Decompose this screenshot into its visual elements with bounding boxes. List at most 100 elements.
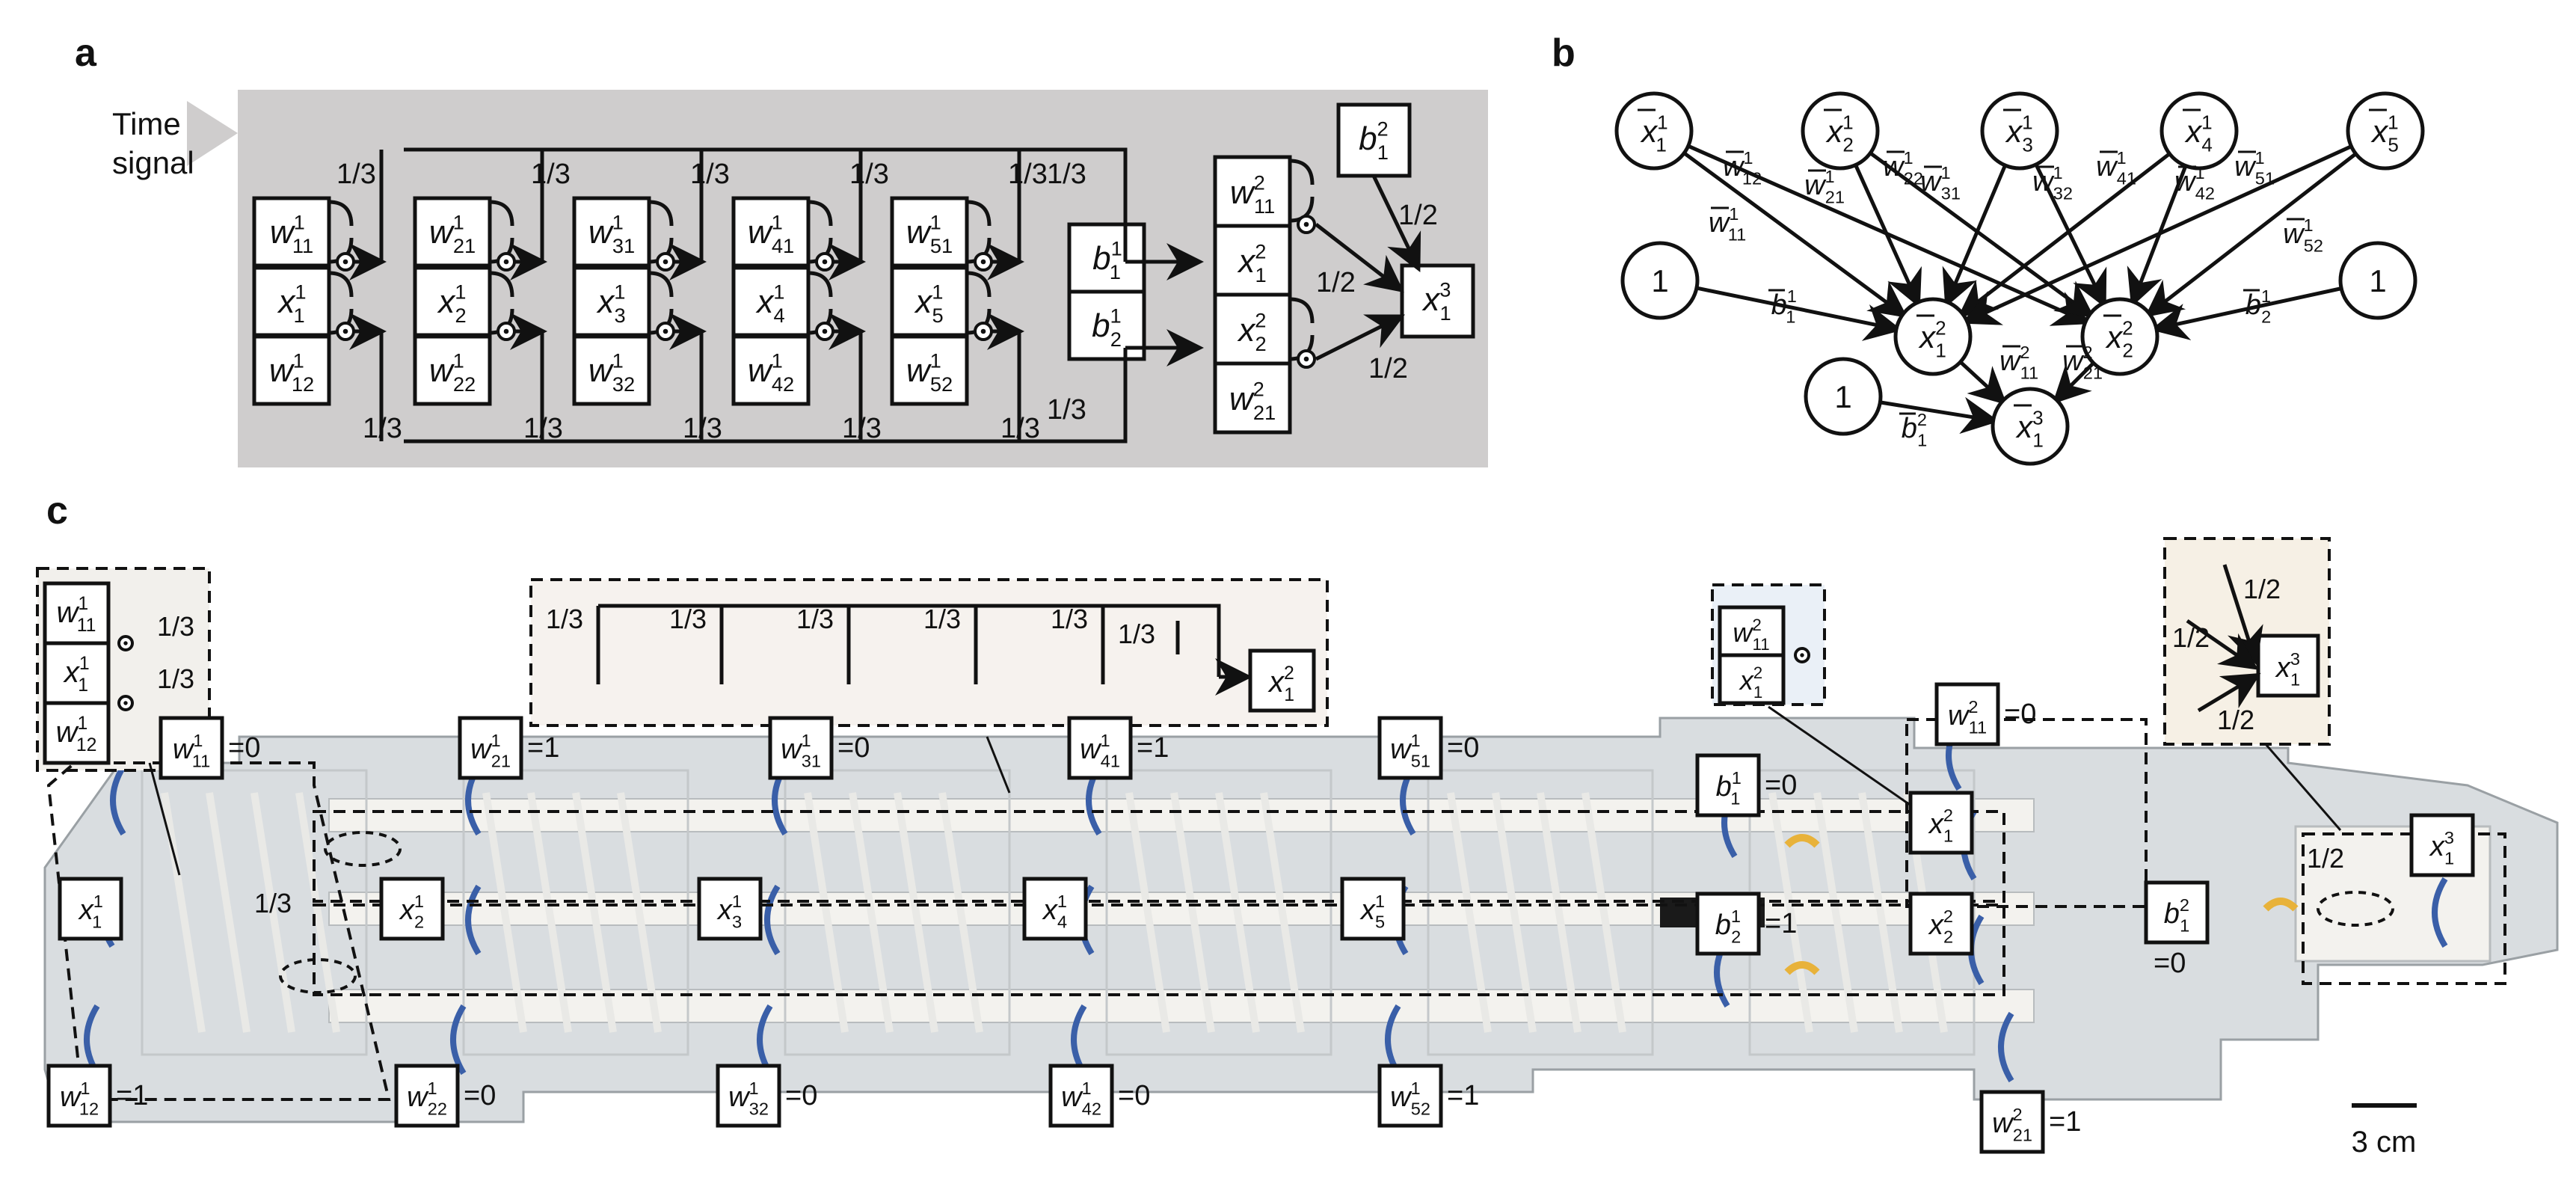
fraction-label-bias-bottom: 1/3 — [1047, 394, 1086, 426]
input-box — [890, 266, 969, 337]
component-label-box — [1695, 753, 1761, 817]
fraction-label-bottom: 1/3 — [683, 413, 722, 444]
input-node — [1614, 91, 1694, 171]
leader-line — [2264, 743, 2342, 831]
inset-arrow — [2186, 619, 2259, 670]
layer2-box — [1213, 224, 1292, 297]
multiply-dot — [342, 259, 348, 265]
component-label-box — [58, 877, 123, 941]
input-node — [1801, 91, 1880, 171]
weight-box-top — [413, 196, 492, 268]
component-label-box — [2409, 813, 2475, 877]
inset-bus-third: 1/3 — [546, 604, 583, 634]
inset-box — [43, 641, 111, 705]
truss-member — [250, 792, 295, 1033]
hidden-edge — [2052, 361, 2095, 405]
weight-box-bottom — [252, 334, 331, 406]
component-label-value: =1 — [2049, 1106, 2081, 1138]
time-signal-label-2: signal — [112, 145, 194, 180]
mechanism-module — [141, 769, 368, 1056]
weight-box-top — [890, 196, 969, 268]
inset-bus-line — [598, 604, 1221, 677]
layer2-box — [1213, 155, 1292, 228]
half-label-3: 1/2 — [1368, 353, 1408, 384]
inset-half-3: 1/2 — [2217, 705, 2254, 735]
component-label-box — [159, 716, 224, 780]
multiply-dot — [123, 701, 128, 705]
merge-horn — [808, 271, 833, 298]
component-label-box — [1048, 1064, 1114, 1128]
flexure-hinge — [110, 764, 126, 836]
inset-bus-box — [529, 578, 1329, 727]
inset-bus-third: 1/3 — [669, 604, 707, 634]
rail-outline-bottom — [313, 904, 2005, 996]
weight-box-top — [252, 196, 331, 268]
panel-a-label: a — [75, 31, 97, 75]
merge-horn — [489, 271, 514, 298]
weight-box-top — [572, 196, 651, 268]
component-label-box — [1908, 892, 1974, 956]
component-label-box — [768, 716, 834, 780]
component-label-value: =1 — [1765, 908, 1797, 939]
top-bus — [404, 147, 1128, 262]
fraction-label-top: 1/3 — [1008, 159, 1048, 190]
panel-b-label: b — [1552, 31, 1576, 75]
truss-member — [894, 792, 938, 1033]
inset-bus-third: 1/3 — [796, 604, 834, 634]
inset-bus-box-x12 — [1248, 648, 1316, 713]
component-label-box — [394, 1064, 460, 1128]
weight-edge — [1854, 164, 1922, 308]
truss-member — [1813, 792, 1858, 1033]
truss-member — [1537, 792, 1581, 1033]
merge-horn — [808, 200, 833, 227]
bias2-arrow — [1371, 174, 1421, 273]
bias-spring — [2263, 898, 2299, 912]
rail-outline-top — [313, 810, 2005, 903]
truss-member — [938, 792, 983, 1033]
component-label-box — [1377, 716, 1443, 780]
weight-edge — [1682, 151, 1908, 319]
output-half-label: 1/2 — [2307, 843, 2344, 874]
bottom-bus — [404, 348, 1128, 444]
component-label-box — [379, 877, 445, 941]
bias-spring — [1784, 961, 1820, 975]
fraction-label-bottom: 1/3 — [523, 413, 563, 444]
weight-box-bottom — [731, 334, 811, 406]
component-label-box — [1340, 877, 1406, 941]
truss-member — [1447, 792, 1492, 1033]
multiply-dot — [503, 259, 509, 265]
component-label-value: =0 — [1118, 1080, 1150, 1111]
output-node — [1991, 387, 2070, 466]
component-label-box — [1022, 877, 1088, 941]
mechanism-module — [462, 769, 689, 1056]
fraction-label-top: 1/3 — [531, 159, 571, 190]
layer2-outline — [1905, 718, 2148, 908]
output-outline — [2302, 832, 2506, 985]
multiply-dot — [1303, 356, 1309, 362]
